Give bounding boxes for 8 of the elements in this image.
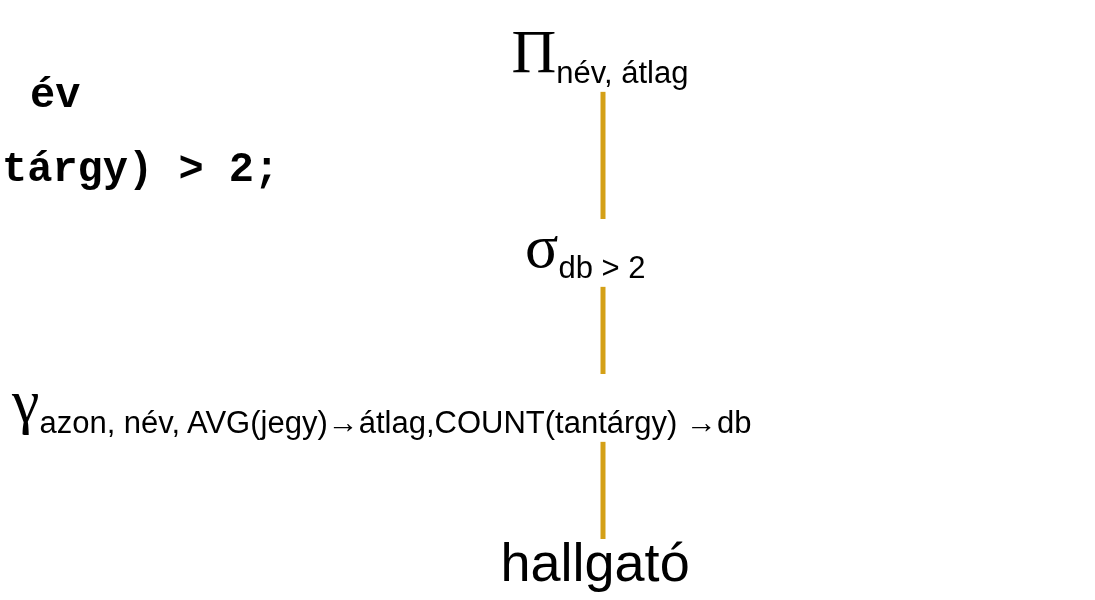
tree-edge [600, 286, 606, 374]
code-text: év [30, 72, 81, 120]
tree-edge [600, 91, 606, 219]
tree-edge [600, 441, 606, 539]
operator-label: σ$_{db > 2}$ [525, 215, 646, 283]
operator-label: γ$_{azon, név, AVG(jegy)→átlag,COUNT(tantárgy) →db}$ [12, 370, 752, 438]
code-text: tárgy) > 2; [2, 146, 280, 194]
operator-label: Π$_{név, átlag}$ [511, 20, 689, 88]
